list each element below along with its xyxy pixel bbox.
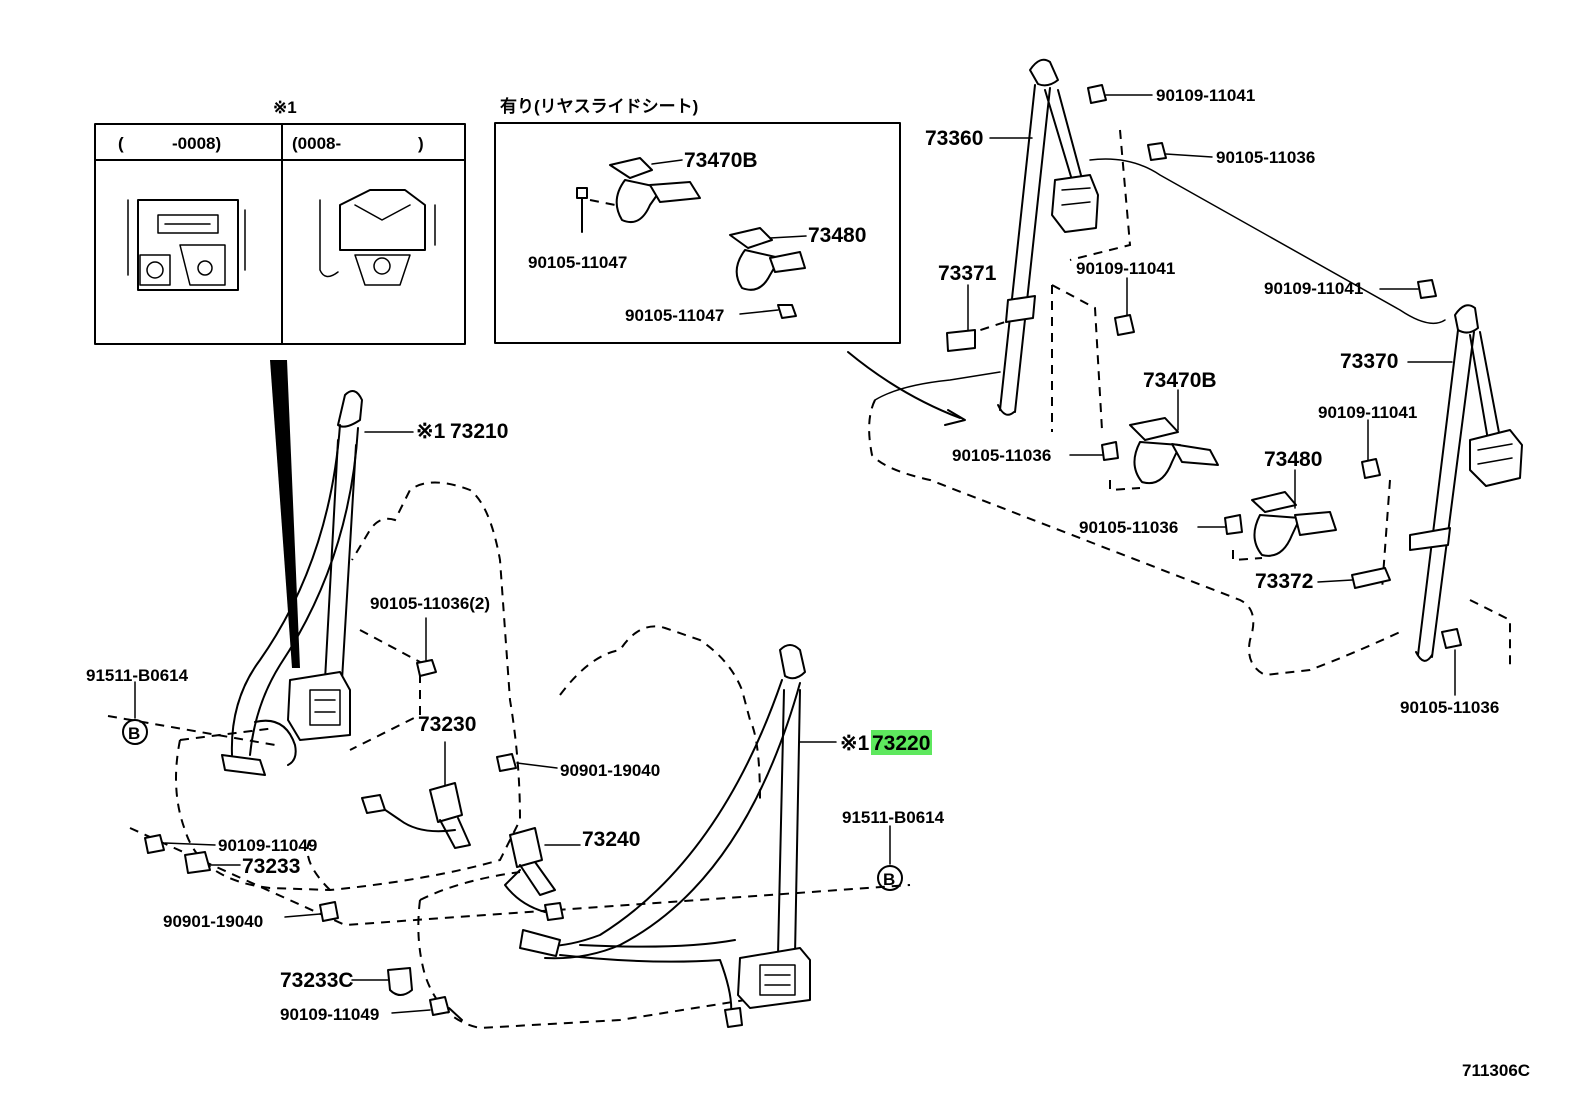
buckle-73470b-inset-drawing — [609, 157, 701, 224]
label-90109-11049-b: 90109-11049 — [280, 1005, 379, 1024]
bolt-90105-11036-2 — [416, 617, 437, 677]
inset-left: ※1 ( -0008) (0008- ) — [94, 98, 466, 345]
bolt-90901-19040-a — [496, 753, 558, 772]
b-circle-right-text: B — [883, 870, 895, 889]
front-right-seat — [129, 625, 911, 1030]
inset-right: 有り(リヤスライドシート) 73470B 90105-11047 73480 9… — [494, 96, 901, 344]
belt-73220-marker: ※1 — [840, 732, 870, 755]
dash-inset-a — [589, 199, 616, 206]
bolt-90109-11049-a — [144, 834, 216, 854]
belt-73210-marker: ※1 — [416, 420, 446, 443]
retractor-drawing-b — [319, 189, 436, 286]
anchor-73210 — [337, 390, 363, 428]
bolt-inset-b — [777, 304, 797, 319]
label-90105-11036-mid: 90105-11036 — [952, 446, 1051, 465]
rear-seat — [868, 58, 1523, 677]
cover-73233 — [184, 851, 241, 874]
retractor-73370 — [1469, 429, 1523, 487]
inset-left-frame — [94, 123, 466, 345]
bolt-90109-11049-b — [391, 996, 463, 1021]
leader-73470b-inset — [651, 159, 683, 165]
label-90105-11036-top: 90105-11036 — [1216, 148, 1315, 167]
bolt-90901-19040-b — [284, 901, 339, 922]
label-bolt-inset-a: 90105-11047 — [528, 253, 627, 272]
leader-bolt-inset-b — [739, 309, 779, 315]
b-circle-left: B — [107, 681, 276, 746]
label-73233c: 73233C — [280, 969, 354, 992]
anchor-73360 — [1029, 58, 1059, 87]
leader-73480-inset — [769, 235, 807, 239]
bolt-90105-11036-mid — [1069, 441, 1141, 492]
anchor-73370 — [1454, 304, 1479, 334]
b-circle-right: B — [877, 825, 903, 891]
label-90901-19040-b: 90901-19040 — [163, 912, 263, 931]
guide-73360 — [1005, 295, 1036, 323]
label-bolt-inset-b: 90105-11047 — [625, 306, 724, 325]
bolt-90109-11041-right — [1379, 279, 1437, 299]
label-73230: 73230 — [418, 713, 476, 736]
retractor-73210 — [287, 671, 351, 741]
b-circle-left-text: B — [128, 724, 140, 743]
label-73370: 73370 — [1340, 350, 1398, 373]
anchor-73220 — [779, 644, 806, 680]
guide-73370 — [1409, 527, 1451, 551]
label-90901-19040-a: 90901-19040 — [560, 761, 660, 780]
label-90109-11041-top: 90109-11041 — [1156, 86, 1255, 105]
label-90109-11049-a: 90109-11049 — [218, 836, 317, 855]
label-90109-11041-mid: 90109-11041 — [1076, 259, 1175, 278]
label-73371: 73371 — [938, 262, 997, 285]
diagram-id: 711306C — [1462, 1061, 1530, 1080]
bolt-90105-11036-bottom — [1441, 628, 1462, 696]
reference-arrow-black — [270, 360, 300, 668]
label-90105-11036-bottom: 90105-11036 — [1400, 698, 1499, 717]
label-73372: 73372 — [1255, 570, 1313, 593]
buckle-73470b-rear — [1129, 389, 1219, 484]
inset-left-col-b-close: ) — [418, 134, 424, 153]
label-73480-rear: 73480 — [1264, 448, 1322, 471]
buckle-73480-rear — [1251, 469, 1337, 557]
bolt-90109-11041-r2 — [1361, 419, 1381, 479]
label-73470b-inset: 73470B — [684, 149, 758, 172]
label-90109-11041-right: 90109-11041 — [1264, 279, 1363, 298]
buckle-73240 — [504, 827, 564, 921]
label-73233: 73233 — [242, 855, 300, 878]
label-90105-11036-2: 90105-11036(2) — [370, 594, 490, 613]
label-90105-11036-low: 90105-11036 — [1079, 518, 1178, 537]
inset-right-frame — [494, 122, 901, 344]
cover-73371 — [946, 284, 976, 352]
inset-left-marker: ※1 — [273, 98, 297, 117]
front-left-seat — [175, 390, 522, 892]
retractor-73360 — [1051, 174, 1099, 233]
label-73470b-rear: 73470B — [1143, 369, 1217, 392]
cover-73233c — [351, 967, 413, 996]
retractor-drawing-a — [127, 199, 246, 291]
retractor-73220 — [737, 947, 811, 1009]
belt-73210-label: 73210 — [450, 420, 508, 443]
buckle-73480-inset-drawing — [729, 227, 806, 291]
label-73240: 73240 — [582, 828, 640, 851]
inset-right-title: 有り(リヤスライドシート) — [500, 96, 698, 116]
inset-left-col-b-range: (0008- — [292, 134, 341, 153]
cover-73372 — [1317, 567, 1391, 589]
inset-left-col-a-open: ( — [118, 134, 124, 153]
bolt-90109-11041-mid — [1114, 277, 1135, 336]
label-90109-11041-r2: 90109-11041 — [1318, 403, 1417, 422]
bolt-90105-11036-low — [1197, 514, 1263, 562]
buckle-73230 — [361, 782, 471, 849]
inset-left-col-a-range: -0008) — [172, 134, 221, 153]
belt-73220-label: 73220 — [872, 732, 930, 755]
label-73480-inset: 73480 — [808, 224, 866, 247]
label-91511-b0614-right: 91511-B0614 — [842, 808, 945, 827]
bolt-90105-11036-top — [1147, 142, 1213, 161]
bolt-inset-a — [576, 187, 588, 233]
belt-73220-highlight — [871, 730, 932, 755]
reference-arrow-rear — [847, 351, 961, 419]
label-73360: 73360 — [925, 127, 983, 150]
label-91511-b0614-left: 91511-B0614 — [86, 666, 189, 685]
bolt-90109-11041-top — [1087, 84, 1153, 104]
